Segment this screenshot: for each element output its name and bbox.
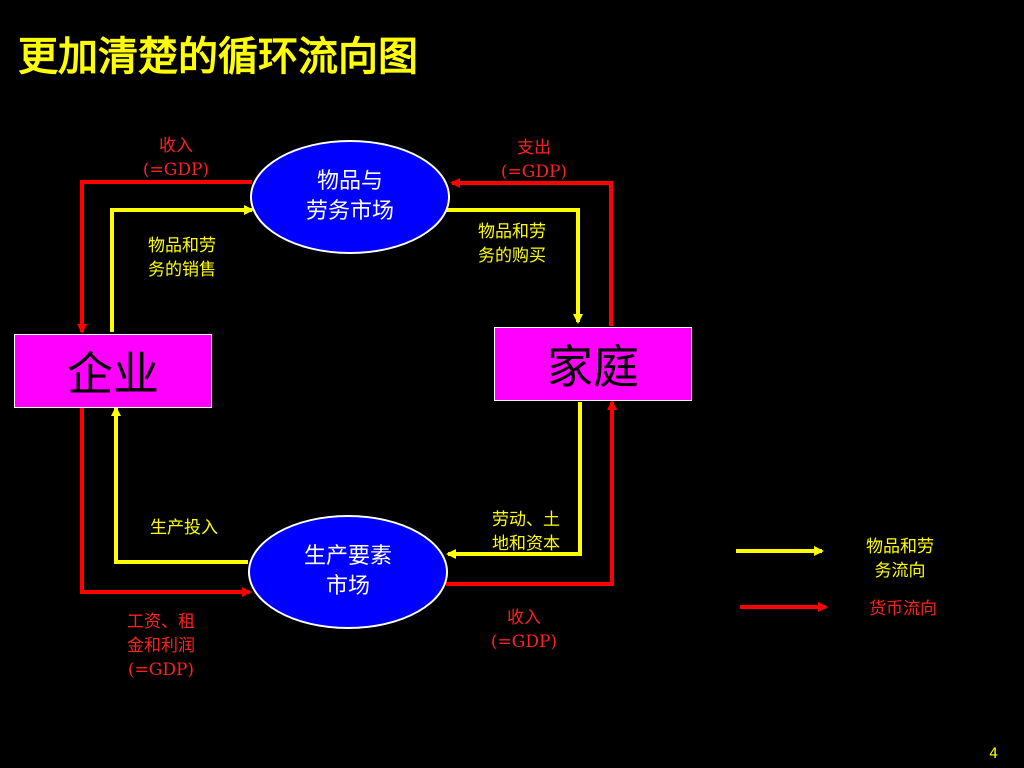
spending-top-line-2: (=GDP) [500,162,568,182]
labor-land-capital-line-2: 地和资本 [492,534,560,554]
revenue-top-line-1: 收入 [159,136,193,156]
factor-flow-household-to-factor-market [446,402,582,559]
household-box: 家庭 [494,327,692,401]
money-flow-firm-to-factor-market [80,408,252,597]
page-number: 4 [989,746,998,762]
goods-and-services-market: 物品与 劳务市场 [250,140,450,254]
page-title: 更加清楚的循环流向图 [18,34,418,80]
legend-goods-flow-line-1: 物品和劳 [866,537,934,557]
factor-market-line-1: 生产要素 [303,544,392,569]
money-flow-goods-market-to-firm [77,180,252,334]
wages-rent-profit-line-2: 金和利润 [127,636,195,656]
spending-top-line-1: 支出 [517,138,551,158]
goods-flow-goods-market-to-household [446,208,583,324]
legend-goods-flow-label: 物品和劳 务流向 [850,535,950,583]
money-flow-household-to-goods-market [450,178,613,326]
revenue-top-line-2: (=GDP) [142,160,210,180]
goods-bought-line-1: 物品和劳 [478,222,546,242]
firm-box: 企业 [14,334,212,408]
goods-sold-line-1: 物品和劳 [148,236,216,256]
factor-market-line-2: 市场 [325,574,370,599]
income-bottom-line-1: 收入 [507,608,541,628]
goods-sold-label: 物品和劳 务的销售 [130,234,234,282]
labor-land-capital-label: 劳动、土 地和资本 [474,508,578,556]
labor-land-capital-line-1: 劳动、土 [492,510,560,530]
wages-rent-profit-line-1: 工资、租 [127,612,195,632]
money-flow-factor-market-to-household [446,400,617,586]
legend-goods-flow-line-2: 务流向 [874,561,926,581]
goods-market-line-2: 劳务市场 [305,199,394,224]
factor-flow-factor-market-to-firm [111,406,248,564]
spending-top-label: 支出 (=GDP) [488,136,580,184]
goods-market-line-1: 物品与 [316,169,383,194]
goods-bought-line-2: 务的购买 [478,246,546,266]
revenue-top-label: 收入 (=GDP) [130,134,222,182]
factors-of-production-market: 生产要素 市场 [248,515,448,629]
income-bottom-label: 收入 (=GDP) [476,606,572,654]
wages-rent-profit-label: 工资、租 金和利润 (=GDP) [108,610,214,682]
goods-flow-firm-to-goods-market [110,205,254,332]
wages-rent-profit-line-3: (=GDP) [127,660,195,680]
goods-bought-label: 物品和劳 务的购买 [460,220,564,268]
goods-sold-line-2: 务的销售 [148,260,216,280]
legend-money-flow-label: 货币流向 [869,599,937,619]
factor-inputs-label: 生产投入 [150,518,218,538]
income-bottom-line-2: (=GDP) [490,632,558,652]
